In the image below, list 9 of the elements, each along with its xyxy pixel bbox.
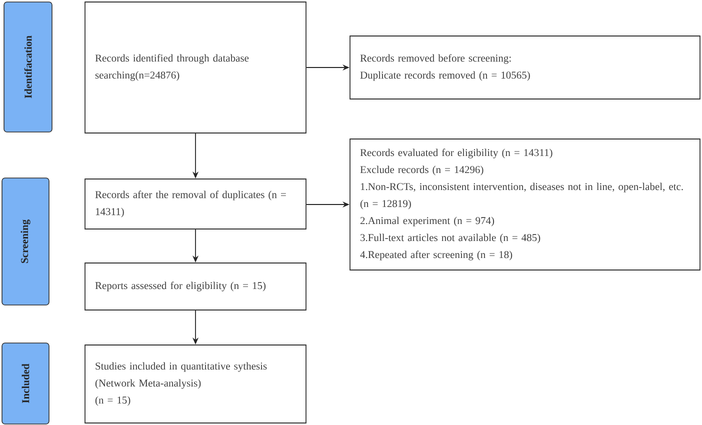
phase-label: Included (2, 342, 50, 424)
process-box: Studies included in quantitative sythesis (Network Meta-analysis) (n = 15) (84, 344, 306, 424)
process-box: Reports assessed for eligibility (n = 15) (84, 262, 306, 310)
process-box: Records evaluated for eligibility (n = 14311) Exclude records (n = 14296) 1.Non-RCTs, inconsistent intervention, diseases not in line, open-label, etc. (n = 12819) 2.Animal experiment (n = 974) 3.Full-text articles not available (n = 485) 4.Repeated after screening (n = 18) (350, 138, 700, 270)
process-box: Records identified through database searching(n=24876) (84, 2, 306, 134)
phase-label: Identifacation (4, 2, 52, 132)
process-box: Records removed before screening: Duplicate records removed (n = 10565) (350, 36, 700, 100)
phase-label: Screening (2, 178, 50, 306)
process-box: Records after the removal of duplicates (n = 14311) (84, 178, 306, 230)
